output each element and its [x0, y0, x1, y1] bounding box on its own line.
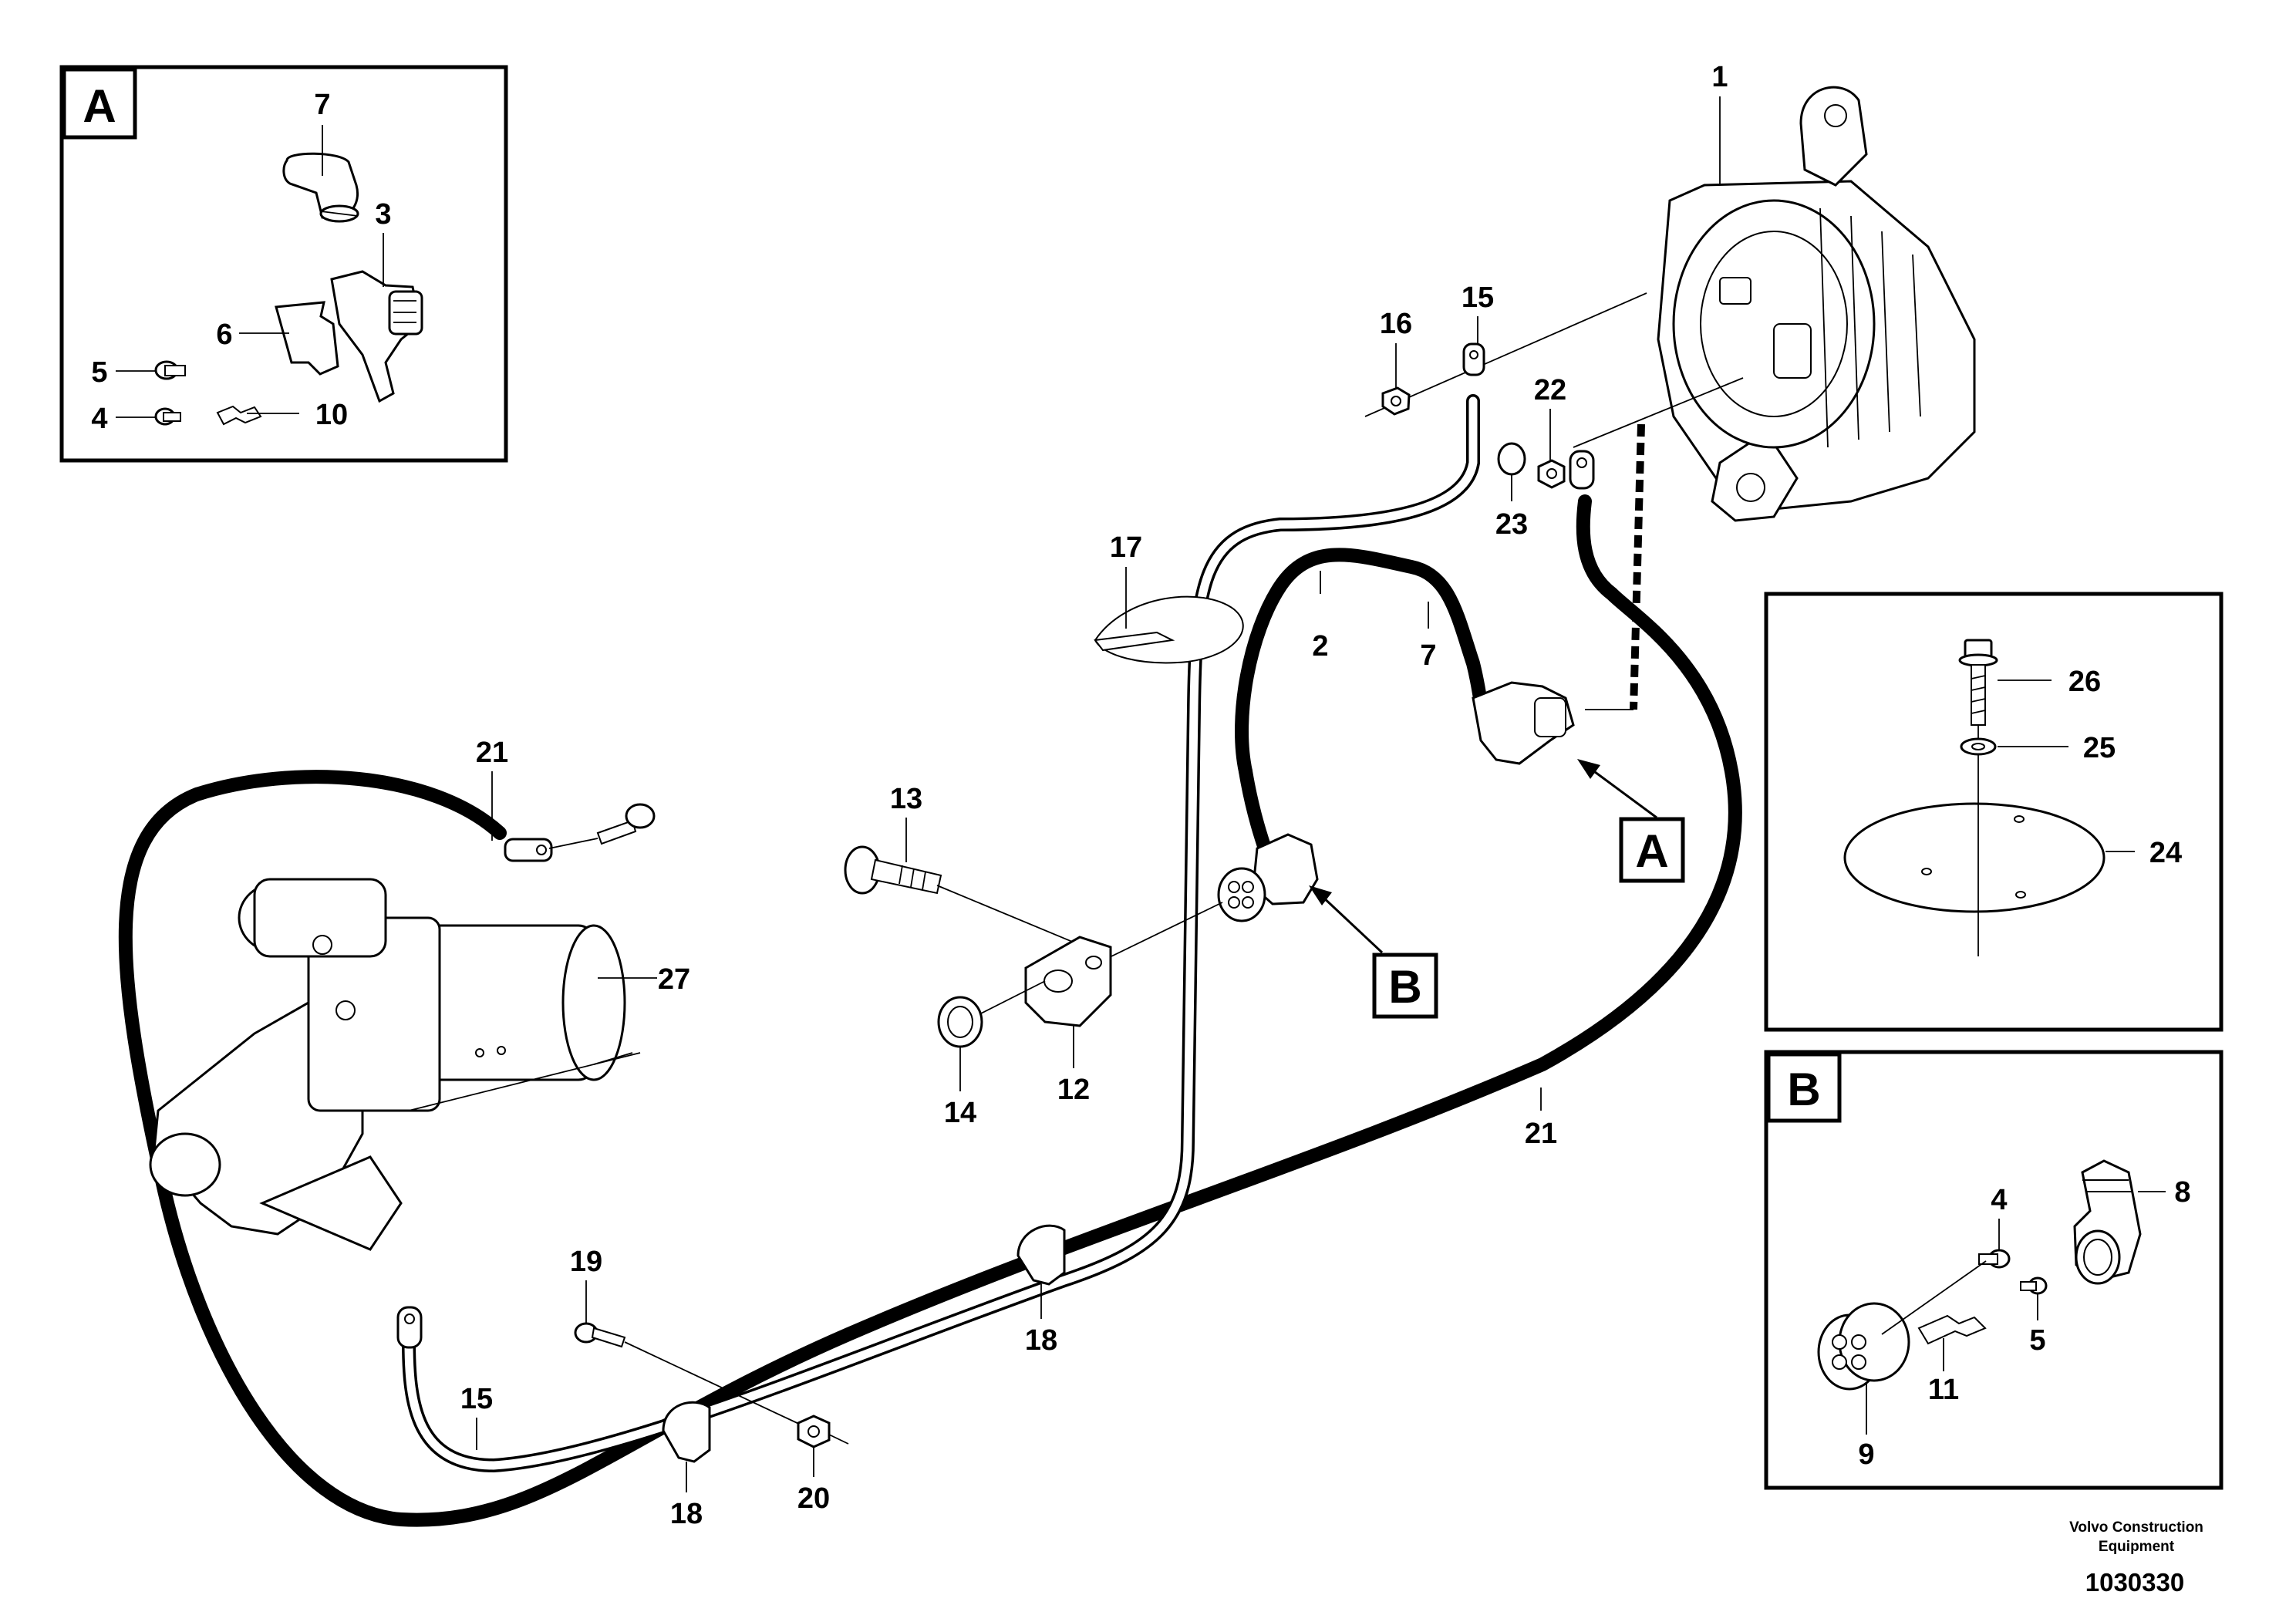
callout-23: 23	[1495, 508, 1528, 541]
callout-a-7: 7	[314, 89, 330, 121]
connector-b-icon	[1217, 833, 1319, 922]
detail-cover-plate-frame	[1764, 592, 2224, 1032]
seal-plate-icon	[275, 301, 339, 376]
screw-b-small-icon	[2020, 1276, 2048, 1295]
nut-icon	[1381, 386, 1411, 416]
callout-a-5: 5	[91, 356, 107, 389]
detail-b-label: B	[1787, 1064, 1820, 1115]
callout-21-starter: 21	[476, 737, 508, 769]
detail-b-frame	[1764, 1050, 2224, 1490]
starter-lug-icon	[504, 838, 553, 862]
callout-15-upper: 15	[1462, 282, 1494, 314]
screw-b-icon	[1978, 1249, 2011, 1269]
elbow-boot-icon	[282, 152, 359, 223]
elbow-boot-b-icon	[2073, 1159, 2142, 1285]
detail-a-panel: A	[59, 65, 508, 463]
starter-bolt-icon	[596, 803, 656, 845]
callout-17: 17	[1110, 531, 1142, 564]
callout-20: 20	[797, 1482, 830, 1515]
callout-a-10: 10	[315, 399, 348, 431]
callout-18-left: 18	[670, 1498, 703, 1530]
callout-b-11: 11	[1928, 1374, 1959, 1406]
screw-small-icon	[154, 407, 181, 426]
alternator-icon	[1657, 86, 1976, 522]
callout-a-4: 4	[91, 403, 107, 435]
document-number: 1030330	[2085, 1568, 2184, 1597]
callout-26: 26	[2068, 666, 2101, 698]
callout-b-4: 4	[1991, 1184, 2007, 1216]
nut-22-icon	[1537, 459, 1566, 489]
callout-14: 14	[944, 1097, 976, 1129]
bracket-icon	[1024, 936, 1112, 1027]
callout-12: 12	[1057, 1074, 1090, 1106]
view-arrow-a: A	[1577, 759, 1685, 883]
terminal-socket-icon	[1917, 1314, 1987, 1345]
stud-line	[548, 838, 598, 849]
screw-19-icon	[574, 1322, 626, 1348]
clamp-icon	[662, 1224, 1066, 1463]
round-connector-icon	[1817, 1302, 1910, 1391]
detail-b-label-box	[1766, 1052, 1842, 1123]
callout-b-8: 8	[2174, 1176, 2190, 1209]
callout-16: 16	[1380, 308, 1412, 340]
ring-nut-icon	[937, 996, 983, 1048]
callout-27: 27	[658, 963, 690, 996]
stud-line	[1573, 377, 1744, 448]
stud-line	[828, 1434, 849, 1445]
connection-dash	[1630, 423, 1645, 710]
callout-18-right: 18	[1025, 1324, 1057, 1357]
callout-13: 13	[890, 783, 922, 815]
callout-21-cable: 21	[1525, 1118, 1557, 1150]
callout-a-6: 6	[216, 319, 232, 351]
connector-housing-icon	[330, 270, 423, 403]
battery-cable-21	[118, 494, 1742, 1527]
callout-a-3: 3	[375, 198, 391, 231]
callout-15-lower: 15	[460, 1383, 493, 1415]
lower-lug-icon	[396, 1306, 423, 1349]
leader-line	[1881, 1260, 1987, 1335]
view-a-label: A	[1635, 825, 1668, 877]
nut-20-icon	[797, 1415, 831, 1448]
detail-cover-plate-panel: 26 25 24	[1764, 592, 2224, 1032]
harness-2	[1235, 548, 1492, 878]
terminal-pin-icon	[216, 405, 262, 426]
view-arrow-b: B	[1309, 885, 1438, 1019]
callout-19: 19	[570, 1246, 602, 1278]
detail-a-frame	[59, 65, 508, 463]
stud-line	[979, 980, 1046, 1015]
ground-cable-15	[402, 394, 1480, 1472]
callout-25: 25	[2083, 732, 2116, 764]
footer-company-line1: Volvo Construction	[2069, 1519, 2203, 1536]
callout-1: 1	[1711, 61, 1728, 93]
callout-b-9: 9	[1858, 1438, 1874, 1471]
flange-bolt-icon	[1958, 639, 1998, 726]
battery-lug-icon	[1569, 450, 1595, 490]
callout-24: 24	[2149, 837, 2182, 869]
stud-line	[624, 1341, 803, 1426]
callout-2: 2	[1312, 630, 1328, 663]
cable-tie-icon	[1094, 595, 1244, 664]
screw-icon	[154, 360, 186, 380]
stud-line	[936, 885, 1081, 946]
detail-b-panel: B	[1764, 1050, 2224, 1490]
view-b-label: B	[1388, 961, 1421, 1013]
callout-b-5: 5	[2029, 1324, 2045, 1357]
protective-cap-icon	[1497, 442, 1526, 476]
footer-company-line2: Equipment	[2099, 1539, 2175, 1555]
detail-a-label: A	[83, 80, 116, 132]
cover-plate-icon	[1843, 802, 2106, 913]
connector-a-icon	[1472, 681, 1575, 765]
washer-icon	[1960, 737, 1997, 756]
bolt-icon	[844, 845, 942, 895]
detail-a-label-box	[62, 67, 137, 140]
stud-line	[1364, 292, 1647, 417]
cable-lug-icon	[1462, 342, 1485, 376]
starter-motor-icon	[149, 878, 641, 1251]
callout-22: 22	[1534, 374, 1566, 406]
callout-7: 7	[1420, 639, 1436, 672]
